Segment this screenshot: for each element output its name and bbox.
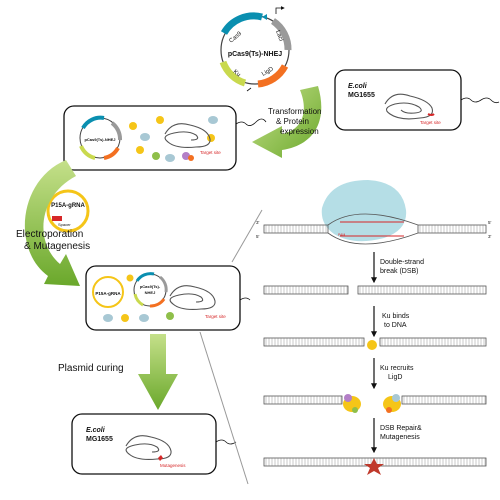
cas9-complex — [321, 180, 407, 242]
spacer-region — [52, 216, 62, 221]
mechanism-panel: PAM 3' 5' 5' 3' Double-strand break (DSB… — [256, 180, 492, 475]
target-site-label: Target site — [205, 314, 226, 319]
dna-start-label-right: 5' — [488, 220, 492, 225]
ku-protein — [136, 146, 144, 154]
transformation-label-1: Transformation — [268, 107, 322, 116]
plasmid-curing-arrow — [138, 334, 178, 410]
ecoli-strain: MG1655 — [348, 92, 375, 99]
transformation-label-3: expression — [280, 127, 319, 136]
electroporation-label-1: Electroporation — [16, 229, 83, 240]
ecoli-cell-top: E.coli MG1655 Target site — [334, 69, 500, 131]
cas9-protein — [165, 154, 175, 162]
ecoli-cell-bottom: E.coli MG1655 Mutagenesis — [71, 413, 237, 475]
plasmid-pcas9-nhej: Cas9 LacI Ku LigD pCas9(Ts)-NHEJ — [219, 6, 292, 92]
electroporation-label-2: & Mutagenesis — [24, 241, 90, 252]
ku-protein — [156, 116, 164, 124]
p15a-name: P15A-gRNA — [51, 203, 85, 209]
target-site-label: Target site — [420, 120, 441, 125]
step1-label-2: break (DSB) — [380, 268, 419, 275]
cas9-protein — [140, 133, 150, 141]
chromosome-dna — [169, 285, 216, 310]
ecoli-name: E.coli — [348, 83, 368, 90]
ecoli-cell-mutagenesis: P15A-gRNA pCas9(Ts)- NHEJ Target site — [85, 265, 251, 331]
ku-protein — [126, 274, 134, 282]
cas9-protein — [139, 314, 149, 322]
small-plasmid-label: pCas9(Ts)-NHEJ — [84, 137, 115, 142]
mutation-star — [364, 458, 384, 475]
chromosome-dna — [384, 93, 434, 120]
ligd-protein — [152, 152, 160, 160]
plasmid-curing-label: Plasmid curing — [58, 363, 124, 374]
cas9-protein — [208, 116, 218, 124]
spacer-label: Spacer — [58, 222, 71, 227]
plasmid-small-label-2: NHEJ — [145, 290, 156, 295]
ligd-protein — [188, 155, 194, 161]
dna-start-label: 5' — [256, 234, 260, 239]
ku-protein — [129, 122, 137, 130]
ligd-protein — [166, 312, 174, 320]
step3-label-2: LigD — [388, 374, 402, 381]
step3-label-1: Ku recruits — [380, 365, 414, 372]
plasmid-name: pCas9(Ts)-NHEJ — [228, 51, 282, 58]
transformation-label-2: & Protein — [276, 117, 309, 126]
ku-ligd-complex-left — [343, 394, 361, 413]
ecoli-cell-expressed: pCas9(Ts)-NHEJ Target site — [63, 105, 267, 171]
dna-row-ku — [263, 337, 487, 347]
plasmid-small-label-1: pCas9(Ts)- — [140, 284, 161, 289]
ku-protein — [121, 314, 129, 322]
dna-row-ligd — [263, 395, 487, 405]
electroporation-arrow — [24, 160, 80, 286]
ligd-gene-label: LigD — [261, 66, 275, 78]
chromosome-dna — [164, 123, 211, 148]
step1-label-1: Double-strand — [380, 259, 424, 266]
p15a-small-label: P15A-gRNA — [95, 291, 121, 296]
ku-gene-label: Ku — [232, 69, 241, 78]
ecoli-strain: MG1655 — [86, 436, 113, 443]
mutagenesis-label: Mutagenesis — [160, 463, 186, 468]
dna-end-label-right: 3' — [488, 234, 492, 239]
dna-end-label: 3' — [256, 220, 260, 225]
laci-gene-label: LacI — [274, 30, 284, 43]
cas9-gene-label: Cas9 — [228, 31, 243, 45]
ku-ligd-complex-right — [383, 394, 401, 413]
step2-label-2: to DNA — [384, 322, 407, 329]
pam-label: PAM — [338, 233, 345, 237]
step2-label-1: Ku binds — [382, 313, 410, 320]
step4-label-2: Mutagenesis — [380, 434, 420, 441]
target-site-label: Target site — [200, 150, 221, 155]
ecoli-name: E.coli — [86, 427, 106, 434]
plasmid-p15a-grna: P15A-gRNA Spacer — [46, 189, 90, 233]
dna-row-dsb — [263, 285, 487, 295]
step4-label-1: DSB Repair& — [380, 425, 422, 432]
cas9-protein — [103, 314, 113, 322]
transformation-arrow — [252, 86, 322, 158]
ku-bound — [367, 340, 377, 350]
chromosome-dna — [125, 435, 172, 460]
